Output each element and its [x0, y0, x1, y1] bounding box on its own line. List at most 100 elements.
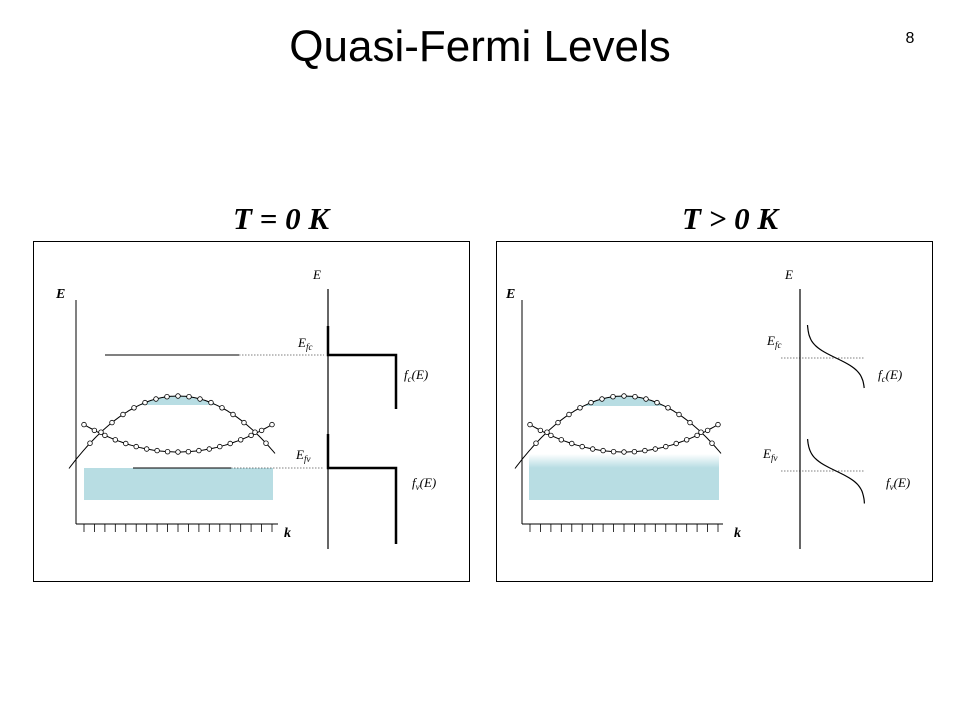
- electron-state-dot: [109, 419, 115, 426]
- fc-label: fc(E): [404, 367, 429, 385]
- electron-state-dot: [258, 427, 265, 434]
- electron-state-dot: [175, 393, 181, 399]
- electron-state-dot: [186, 393, 192, 400]
- electron-state-dot: [642, 447, 648, 454]
- electron-state-dot: [673, 440, 679, 447]
- electron-state-dot: [208, 399, 214, 406]
- k-axis-ticks: [529, 524, 719, 532]
- fermi-axis-label-e: E: [313, 267, 321, 282]
- electron-state-dot: [704, 427, 711, 434]
- electron-state-dot: [665, 405, 671, 411]
- electron-state-dot: [588, 399, 594, 406]
- efv-label: Efv: [296, 447, 311, 465]
- electron-state-dot: [577, 405, 583, 411]
- diagram-positive-temperature: [514, 289, 865, 549]
- electron-state-dot: [196, 447, 202, 454]
- electron-state-dot: [632, 393, 638, 400]
- fv-distribution-curve: [807, 438, 865, 504]
- valence-band-curve: [82, 423, 274, 453]
- electron-state-dot: [164, 393, 170, 400]
- fc-distribution-curve: [806, 324, 865, 389]
- panel-heading-tpos: T > 0 K: [681, 201, 779, 236]
- electron-state-dot: [133, 443, 139, 450]
- electron-state-dot: [544, 429, 550, 435]
- electron-state-dot: [175, 449, 181, 455]
- electron-state-dot: [142, 399, 148, 406]
- electron-state-dot: [600, 447, 606, 454]
- electron-state-dot: [683, 437, 690, 443]
- electron-state-dot: [217, 443, 223, 450]
- electron-state-dot: [610, 393, 616, 400]
- band-axis-label-k: k: [284, 526, 291, 541]
- electron-state-dot: [643, 396, 649, 402]
- electron-state-dot: [621, 393, 627, 399]
- electron-state-dot: [230, 411, 236, 418]
- valence-band-states: [81, 421, 275, 455]
- electron-state-dot: [263, 440, 269, 446]
- electron-state-dot: [537, 427, 544, 434]
- electron-state-dot: [87, 440, 93, 446]
- slide-title: Quasi-Fermi Levels: [289, 22, 671, 71]
- conduction-band-curve: [68, 395, 276, 469]
- electron-state-dot: [123, 440, 129, 447]
- electron-state-dot: [527, 421, 533, 428]
- valence-band-filled-states: [84, 468, 273, 500]
- band-axis-label-e: E: [506, 287, 516, 302]
- electron-state-dot: [548, 432, 554, 439]
- electron-state-dot: [599, 396, 605, 402]
- fv-label: fv(E): [886, 475, 911, 493]
- electron-state-dot: [676, 411, 682, 418]
- fc-label: fc(E): [878, 367, 903, 385]
- electron-state-dot: [120, 411, 126, 418]
- electron-state-dot: [248, 432, 254, 439]
- band-axis-label-e: E: [56, 287, 66, 302]
- electron-state-dot: [112, 437, 118, 443]
- efc-label: Efc: [298, 335, 313, 353]
- electron-state-dot: [555, 419, 561, 426]
- electron-state-dot: [663, 443, 669, 450]
- electron-state-dot: [185, 448, 192, 455]
- electron-state-dot: [652, 446, 658, 452]
- electron-state-dot: [102, 432, 108, 439]
- electron-state-dot: [709, 440, 715, 446]
- electron-state-dot: [237, 437, 244, 443]
- efc-label: Efc: [767, 333, 782, 351]
- electron-state-dot: [715, 421, 721, 428]
- valence-band-curve: [528, 423, 720, 453]
- electron-state-dot: [252, 429, 258, 435]
- electron-state-dot: [81, 421, 87, 428]
- electron-state-dot: [631, 448, 638, 455]
- efv-label: Efv: [763, 446, 778, 464]
- electron-state-dot: [654, 399, 660, 406]
- k-axis-ticks: [83, 524, 273, 532]
- electron-state-dot: [143, 446, 150, 452]
- conduction-band-states: [533, 393, 715, 446]
- conduction-band-filled-states: [105, 396, 239, 405]
- electron-state-dot: [569, 440, 575, 447]
- electron-state-dot: [533, 440, 539, 446]
- fermi-axis-label-e: E: [785, 267, 793, 282]
- electron-state-dot: [154, 447, 160, 454]
- electron-state-dot: [698, 429, 704, 435]
- electron-state-dot: [694, 432, 700, 439]
- diagram-zero-temperature: [68, 289, 398, 549]
- electron-state-dot: [579, 443, 585, 450]
- panel-zero-temperature: E k E Efc Efv fc(E) fv(E): [33, 241, 470, 582]
- electron-state-dot: [566, 411, 572, 418]
- electron-state-dot: [269, 421, 275, 428]
- electron-state-dot: [153, 396, 159, 402]
- valence-band-filled-states: [529, 454, 719, 500]
- band-axis-label-k: k: [734, 526, 741, 541]
- fv-label: fv(E): [412, 475, 437, 493]
- panel-positive-temperature: E k E Efc Efv fc(E) fv(E): [496, 241, 933, 582]
- fc-step-function: [326, 326, 398, 409]
- electron-state-dot: [227, 440, 233, 447]
- conduction-band-states: [87, 393, 269, 446]
- electron-state-dot: [164, 448, 171, 455]
- electron-state-dot: [610, 448, 617, 455]
- page-number: 8: [905, 30, 915, 47]
- electron-state-dot: [131, 405, 137, 411]
- electron-state-dot: [91, 427, 98, 434]
- electron-state-dot: [206, 446, 212, 452]
- electron-state-dot: [219, 405, 225, 411]
